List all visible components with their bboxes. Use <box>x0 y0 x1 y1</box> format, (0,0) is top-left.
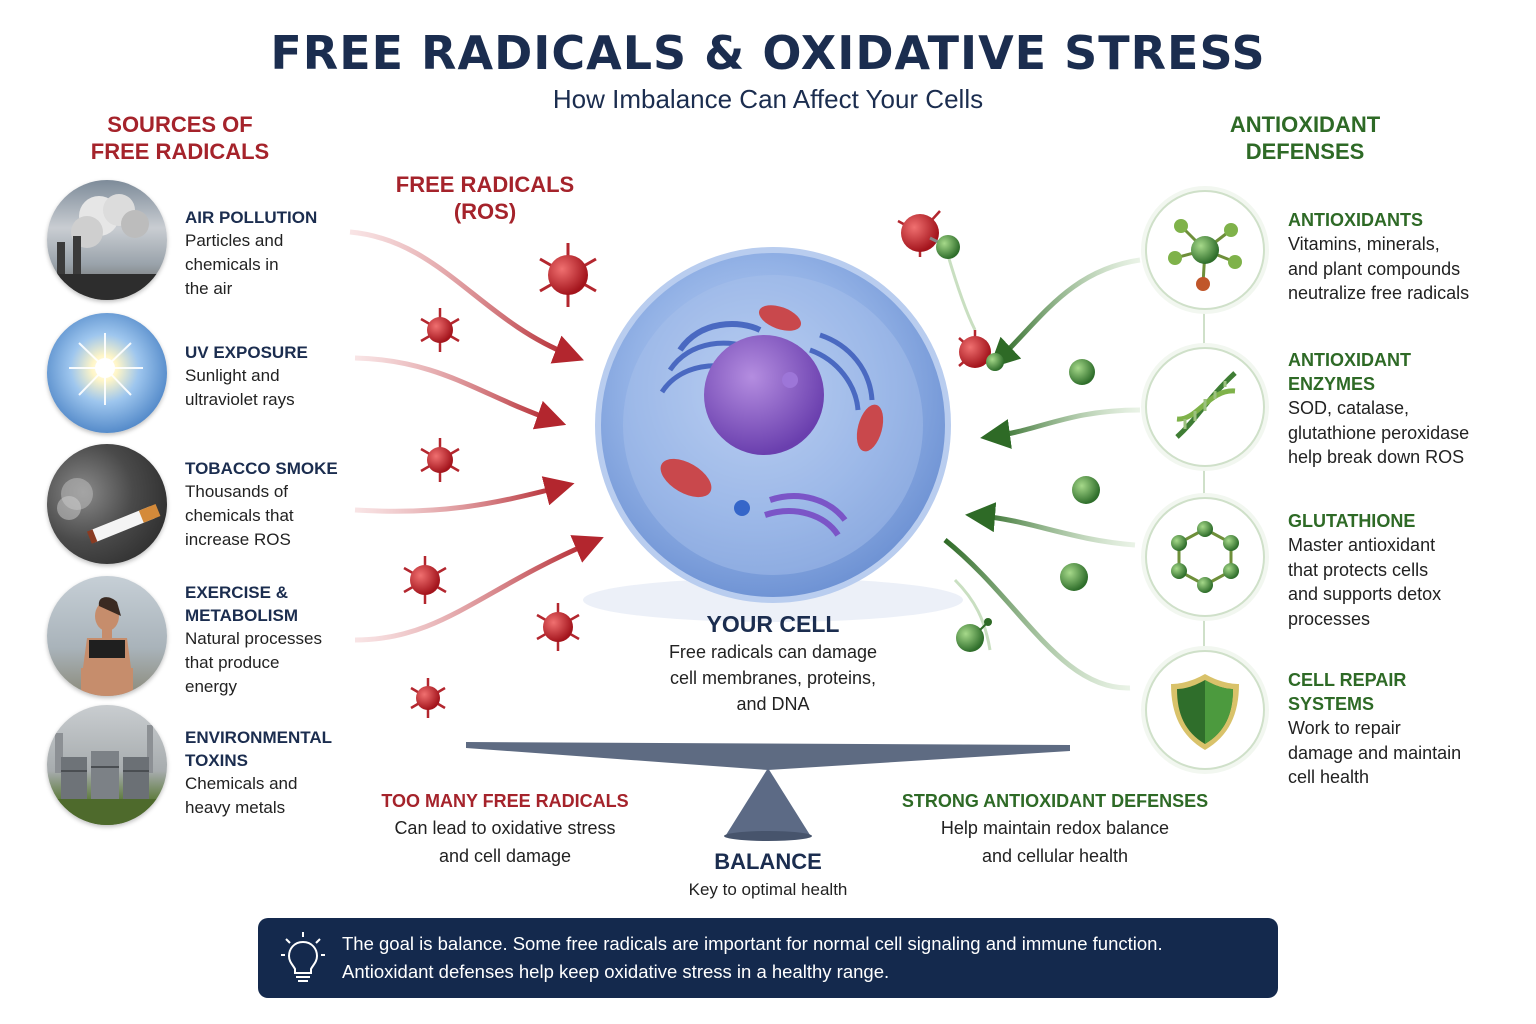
balance-right-desc-line: Help maintain redox balance <box>940 818 1170 838</box>
dna-icon <box>1145 347 1265 467</box>
balance-center-caption: BALANCE Key to optimal health <box>640 848 896 904</box>
source-title-line2: METABOLISM <box>185 606 299 625</box>
cell-desc-line: and DNA <box>736 694 810 714</box>
defenses-heading-line1: ANTIOXIDANT <box>1229 112 1381 137</box>
shield-icon <box>1145 650 1265 770</box>
balance-right-caption: STRONG ANTIOXIDANT DEFENSES Help maintai… <box>880 788 1230 870</box>
source-desc-line: chemicals that <box>185 506 294 525</box>
defense-title-line2: SYSTEMS <box>1288 694 1375 714</box>
cell-desc-line: Free radicals can damage <box>668 642 878 662</box>
note-box <box>258 918 1278 998</box>
defense-title: ANTIOXIDANTS <box>1288 210 1423 230</box>
source-desc-line: ultraviolet rays <box>185 390 295 409</box>
defense-desc-line: neutralize free radicals <box>1288 283 1470 303</box>
sources-heading-line2: FREE RADICALS <box>90 139 270 164</box>
note-line: Antioxidant defenses help keep oxidative… <box>342 961 890 982</box>
defense-desc-line: help break down ROS <box>1288 447 1465 467</box>
defense-desc-line: and supports detox <box>1288 584 1442 604</box>
defense-desc-line: and plant compounds <box>1288 258 1461 279</box>
source-desc-line: energy <box>185 677 237 696</box>
balance-left-title: TOO MANY FREE RADICALS <box>381 791 629 811</box>
cell-title: YOUR CELL <box>706 611 840 637</box>
defense-title: ANTIOXIDANT <box>1288 350 1411 370</box>
source-desc-line: Sunlight and <box>185 366 280 385</box>
source-item-air-pollution: AIR POLLUTION Particles and chemicals in… <box>185 206 355 301</box>
sun-icon <box>47 313 167 433</box>
defense-desc-line: SOD, catalase, <box>1288 398 1410 418</box>
barrels-icon <box>47 705 167 825</box>
cell-caption: YOUR CELL Free radicals can damage cell … <box>620 609 926 717</box>
source-desc-line: increase ROS <box>185 530 291 549</box>
source-desc-line: Particles and <box>185 231 284 250</box>
defense-item-cell-repair: CELL REPAIR SYSTEMS Work to repair damag… <box>1288 668 1518 790</box>
source-desc-line: Thousands of <box>185 482 289 501</box>
runner-icon <box>47 576 167 696</box>
balance-desc: Key to optimal health <box>688 880 848 899</box>
defense-desc-line: glutathione peroxidase <box>1288 422 1470 443</box>
defense-item-glutathione: GLUTATHIONE Master antioxidant that prot… <box>1288 509 1518 631</box>
source-desc-line: Natural processes <box>185 629 323 648</box>
source-title: AIR POLLUTION <box>185 208 318 227</box>
balance-left-desc-line: and cell damage <box>438 846 572 866</box>
defense-title: GLUTATHIONE <box>1288 511 1416 531</box>
defense-item-antioxidants: ANTIOXIDANTS Vitamins, minerals, and pla… <box>1288 208 1518 306</box>
sources-heading: SOURCES OF FREE RADICALS <box>60 111 300 165</box>
defense-title: CELL REPAIR <box>1288 670 1407 690</box>
cell-illustration <box>583 247 963 622</box>
red-arrows <box>349 229 604 643</box>
defense-desc-line: cell health <box>1288 767 1370 787</box>
balance-right-title: STRONG ANTIOXIDANT DEFENSES <box>901 791 1209 811</box>
defense-desc-line: Work to repair <box>1288 718 1401 738</box>
ros-heading-line1: FREE RADICALS <box>395 172 575 197</box>
ring-molecule-icon <box>1145 497 1265 617</box>
free-radical-particles <box>403 210 1100 718</box>
ros-heading-line2: (ROS) <box>453 199 517 224</box>
source-desc-line: the air <box>185 279 233 298</box>
note-text: The goal is balance. Some free radicals … <box>342 930 1262 986</box>
source-desc-line: heavy metals <box>185 798 286 817</box>
cell-desc-line: cell membranes, proteins, <box>669 668 877 688</box>
ros-heading: FREE RADICALS (ROS) <box>380 171 590 225</box>
lightbulb-icon <box>280 930 326 986</box>
cigarette-icon <box>47 444 167 564</box>
source-desc-line: chemicals in <box>185 255 279 274</box>
note-line: The goal is balance. Some free radicals … <box>342 933 1163 954</box>
defense-desc-line: Vitamins, minerals, <box>1288 234 1440 254</box>
sources-heading-line1: SOURCES OF <box>107 112 253 137</box>
defense-item-antioxidant-enzymes: ANTIOXIDANT ENZYMES SOD, catalase, gluta… <box>1288 348 1528 470</box>
page-subtitle: How Imbalance Can Affect Your Cells <box>552 84 984 114</box>
defense-desc-line: Master antioxidant <box>1288 535 1436 555</box>
source-item-environmental-toxins: ENVIRONMENTAL TOXINS Chemicals and heavy… <box>185 726 355 820</box>
molecule-icon <box>1145 190 1265 310</box>
source-title: ENVIRONMENTAL <box>185 728 333 747</box>
balance-left-caption: TOO MANY FREE RADICALS Can lead to oxida… <box>350 788 660 870</box>
defenses-heading-line2: DEFENSES <box>1245 139 1365 164</box>
balance-left-desc-line: Can lead to oxidative stress <box>394 818 616 838</box>
source-desc-line: that produce <box>185 653 280 672</box>
defenses-heading: ANTIOXIDANT DEFENSES <box>1190 111 1420 165</box>
source-title-line2: TOXINS <box>185 751 248 770</box>
green-arrows <box>943 244 1141 691</box>
defense-desc-line: processes <box>1288 608 1371 629</box>
balance-scale-illustration <box>466 742 1070 841</box>
source-desc-line: Chemicals and <box>185 774 298 793</box>
source-item-uv-exposure: UV EXPOSURE Sunlight and ultraviolet ray… <box>185 341 355 412</box>
source-item-exercise-metabolism: EXERCISE & METABOLISM Natural processes … <box>185 581 355 699</box>
source-title: TOBACCO SMOKE <box>185 459 338 478</box>
balance-title: BALANCE <box>714 849 822 874</box>
defense-title-line2: ENZYMES <box>1288 374 1376 394</box>
balance-right-desc-line: and cellular health <box>981 846 1129 866</box>
factory-smoke-icon <box>47 180 167 300</box>
source-title: UV EXPOSURE <box>185 343 308 362</box>
source-title: EXERCISE & <box>185 583 288 602</box>
page-title: FREE RADICALS & OXIDATIVE STRESS <box>270 26 1266 80</box>
source-item-tobacco-smoke: TOBACCO SMOKE Thousands of chemicals tha… <box>185 457 355 552</box>
defense-desc-line: damage and maintain <box>1288 742 1462 763</box>
defense-desc-line: that protects cells <box>1288 559 1429 580</box>
